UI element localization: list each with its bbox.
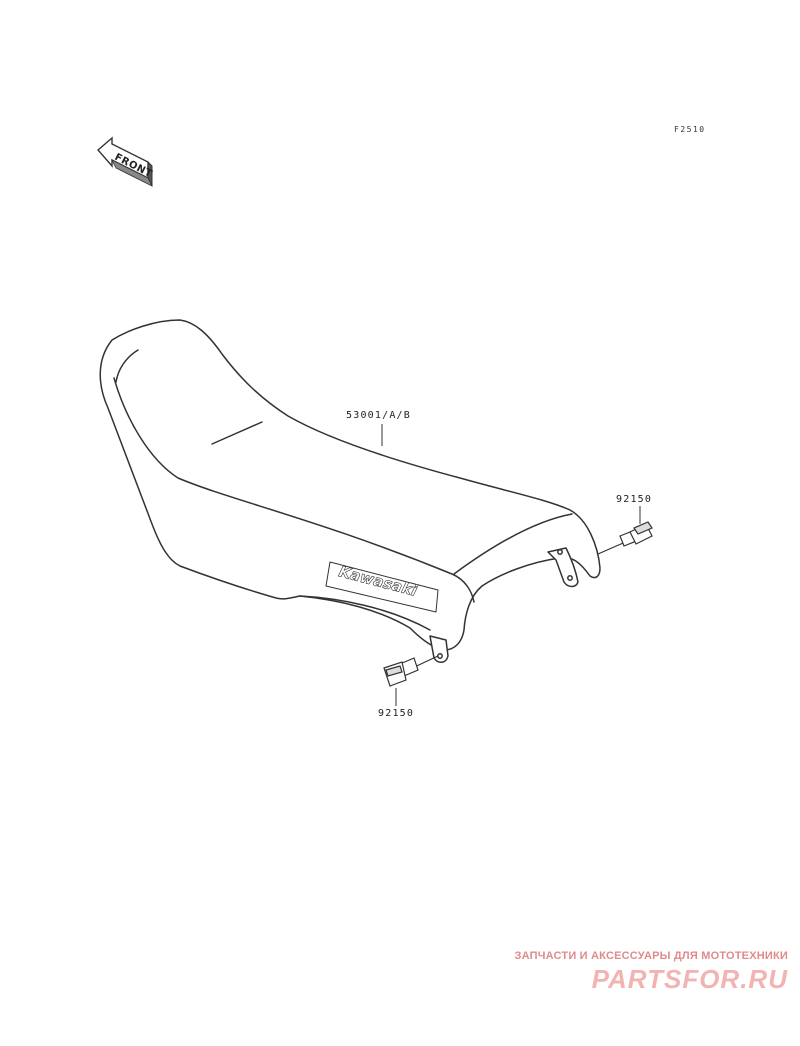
diagram-code: F2510	[674, 125, 706, 134]
bolt-part-label: 92150	[616, 494, 652, 505]
bolt-icon	[383, 655, 439, 687]
watermark: ЗАПЧАСТИ И АКСЕССУАРЫ ДЛЯ МОТОТЕХНИКИ PA…	[468, 950, 788, 995]
seat-part-label: 53001/A/B	[346, 410, 411, 421]
watermark-tagline: ЗАПЧАСТИ И АКСЕССУАРЫ ДЛЯ МОТОТЕХНИКИ	[514, 950, 788, 962]
bolt-part-label: 92150	[378, 708, 414, 719]
seat-drawing	[99, 319, 601, 663]
watermark-logo: PARTSFOR.RU	[591, 964, 788, 994]
front-arrow-icon: FRONT	[97, 136, 154, 187]
bolt-icon	[597, 521, 653, 555]
